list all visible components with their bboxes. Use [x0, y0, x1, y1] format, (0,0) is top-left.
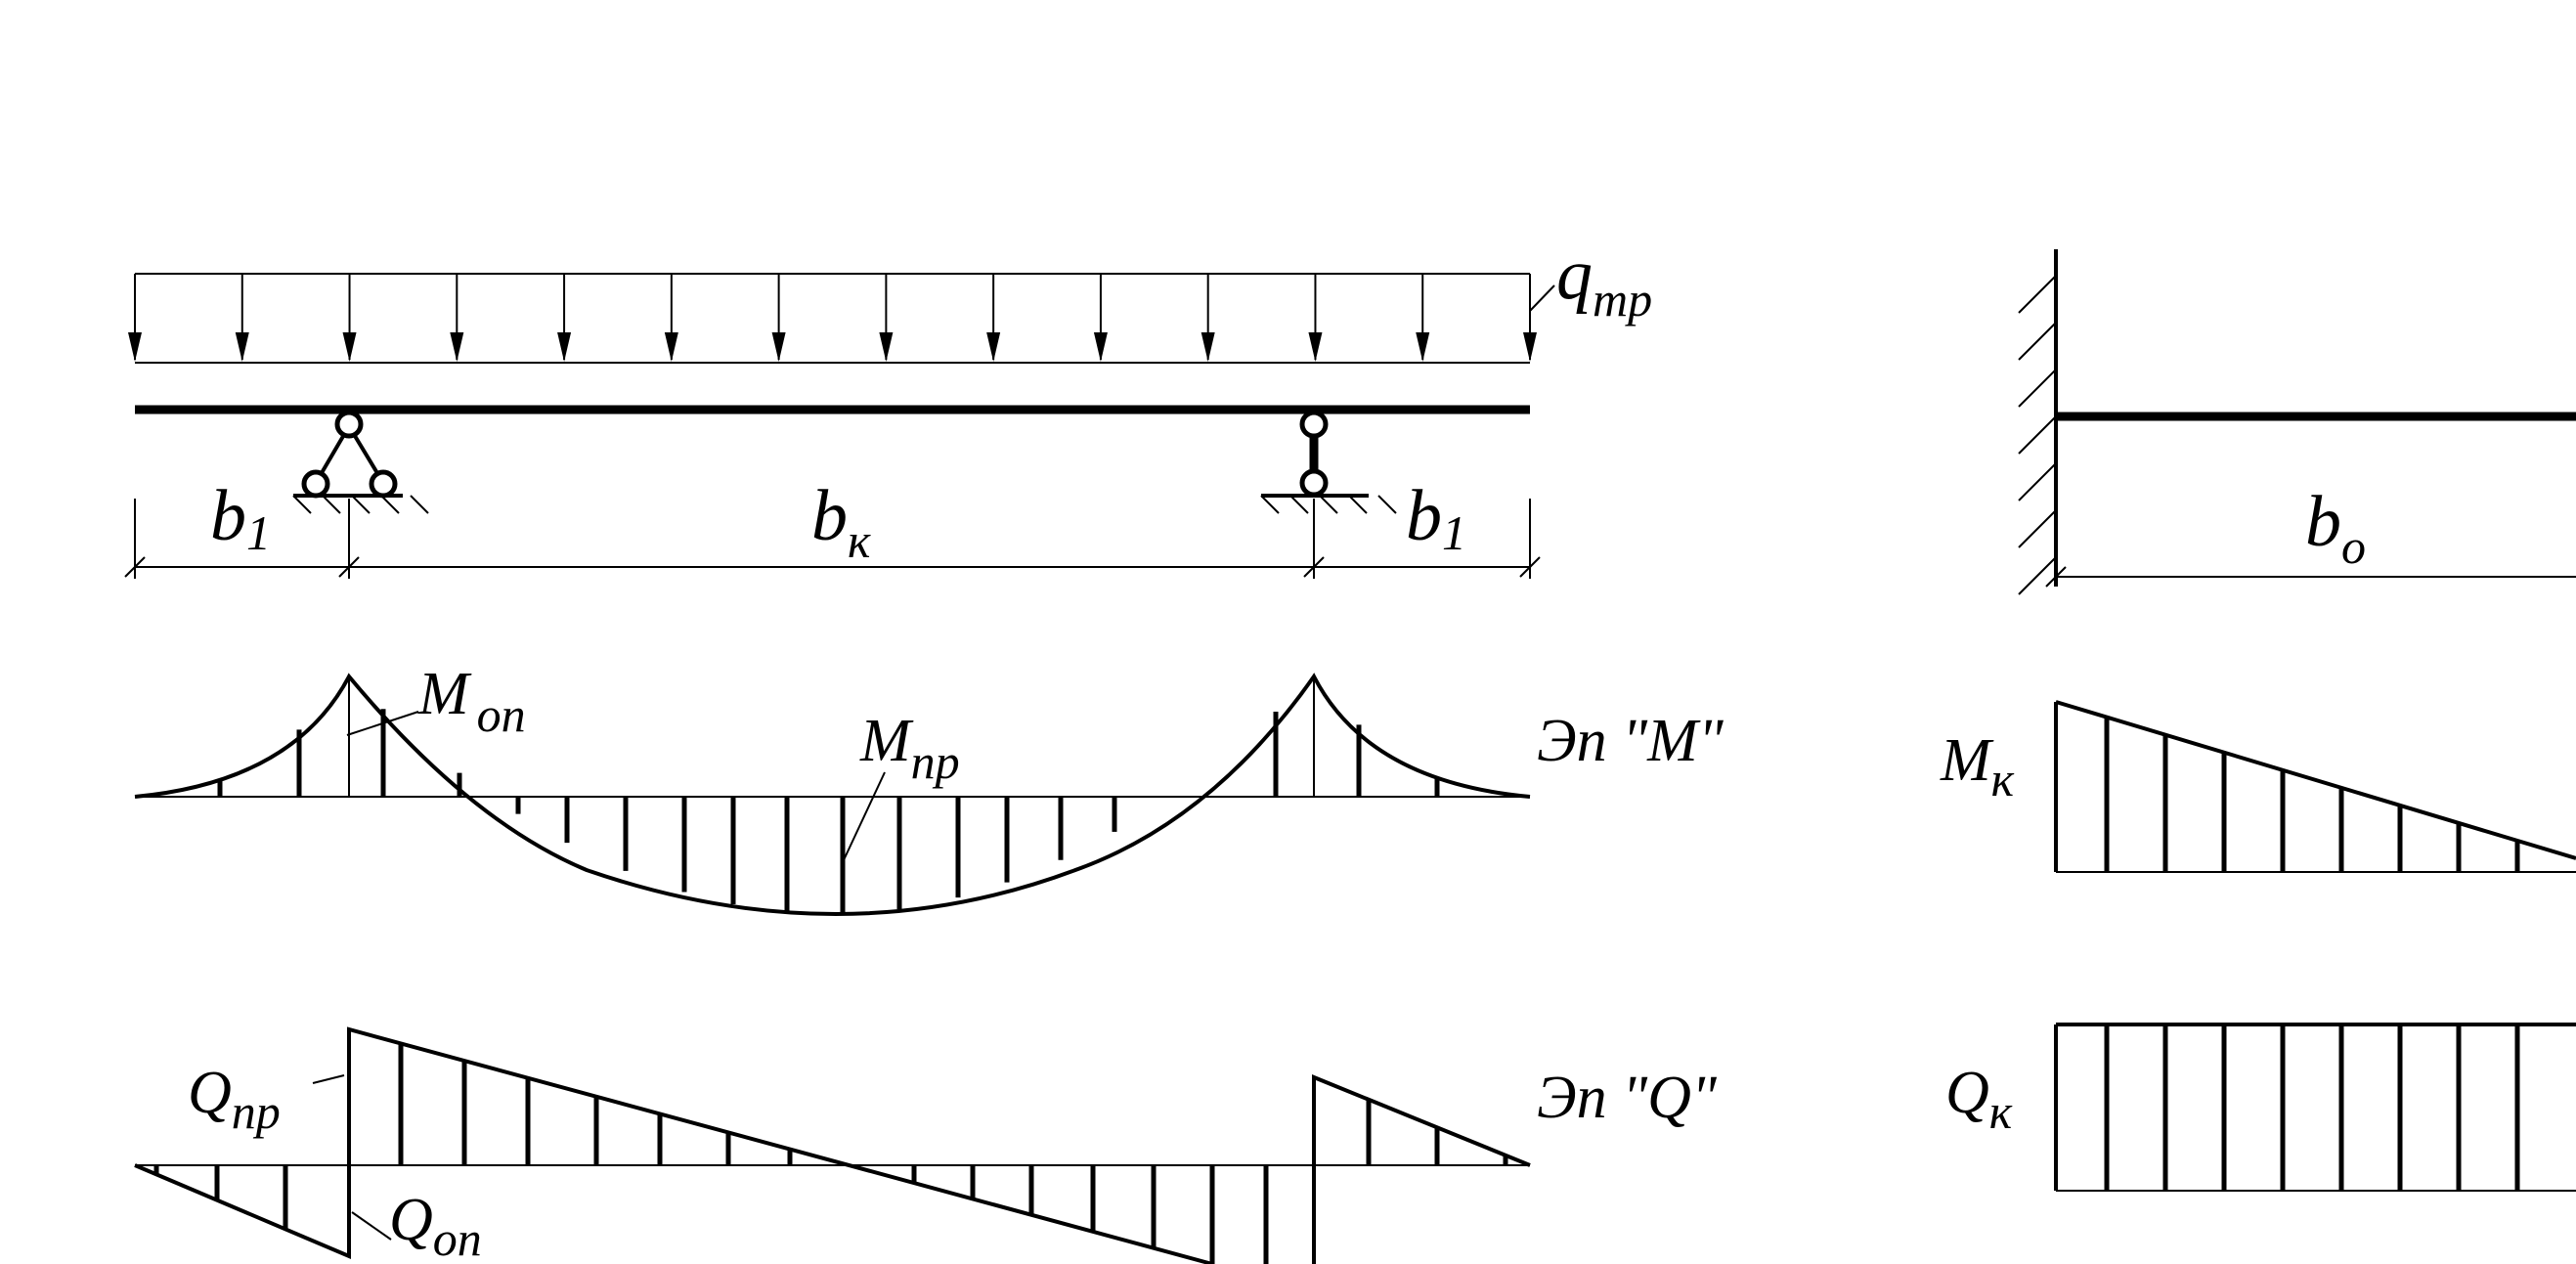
- load-arrow-head: [128, 332, 142, 362]
- shear-span-leader: [312, 1074, 345, 1084]
- load-arrow-head: [1201, 332, 1215, 362]
- load-leader: [1529, 284, 1555, 312]
- cantilever-shear-diagram: [2054, 1023, 2576, 1192]
- dim-center-label: bк: [811, 476, 871, 568]
- pinned-support: [292, 410, 429, 514]
- load-arrow-head: [771, 332, 786, 362]
- shear-support-leader: [351, 1211, 392, 1241]
- moment-span-label: Mпр: [859, 708, 960, 789]
- moment-diagram-title: Эп "M": [1537, 708, 1725, 774]
- shear-line-right: [1312, 1074, 1531, 1264]
- load-arrow-head: [450, 332, 464, 362]
- distributed-load: [128, 273, 1555, 364]
- shear-support-label: Qоп: [389, 1187, 482, 1264]
- dim-left-label: b1: [210, 476, 271, 560]
- shear-diagram-title: Эп "Q": [1537, 1065, 1718, 1131]
- shear-span-label: Qпр: [188, 1060, 281, 1139]
- dim-right-label: b1: [1406, 476, 1466, 560]
- load-arrow-head: [557, 332, 572, 362]
- cantilever-shear-label: Qк: [1945, 1060, 2013, 1139]
- load-arrow-head: [235, 332, 249, 362]
- load-arrow-head: [342, 332, 357, 362]
- cantilever-dimension-line: [2045, 566, 2576, 588]
- load-arrow-head: [986, 332, 1001, 362]
- moment-support-leader: [346, 711, 419, 736]
- load-label: qтр: [1556, 235, 1652, 327]
- roller-support: [1260, 410, 1397, 514]
- load-arrow-head: [879, 332, 894, 362]
- moment-span-leader: [842, 771, 886, 863]
- cantilever-moment-label: Mк: [1940, 727, 2015, 806]
- moment-curve: [134, 673, 1531, 916]
- load-arrow-head: [1308, 332, 1323, 362]
- fixed-support: [2018, 249, 2058, 595]
- shear-line-span: [134, 1026, 1213, 1264]
- shear-diagram: [134, 1026, 1531, 1264]
- load-arrow-head: [1093, 332, 1108, 362]
- cantilever-dim-label: bо: [2305, 482, 2366, 574]
- load-arrow-head: [1523, 332, 1537, 362]
- cantilever-moment-diagram: [2054, 700, 2576, 873]
- dimension-line: [124, 499, 1541, 579]
- moment-diagram: [134, 673, 1531, 916]
- load-arrow-head: [664, 332, 678, 362]
- load-arrow-head: [1416, 332, 1430, 362]
